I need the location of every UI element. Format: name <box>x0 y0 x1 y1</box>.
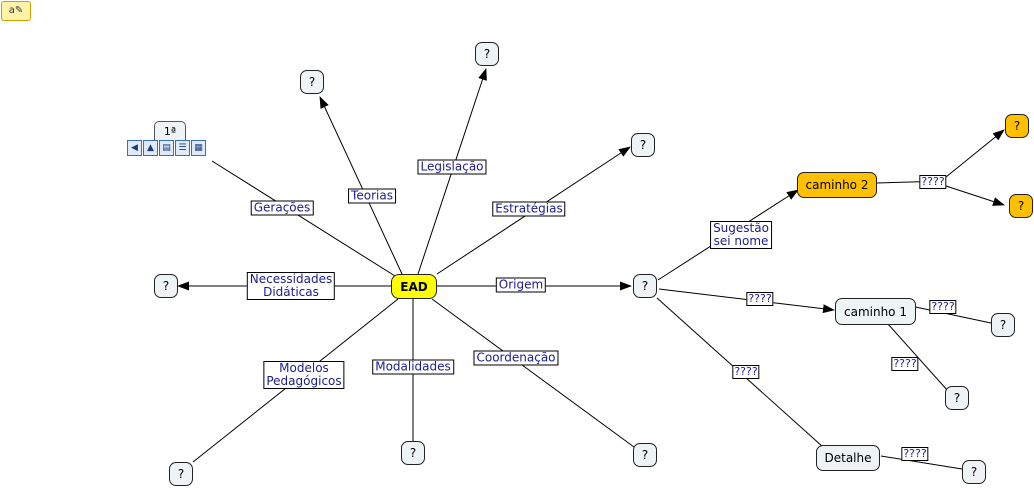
necessidades-concept[interactable]: ? <box>154 274 178 298</box>
edge-c1-right <box>905 304 992 324</box>
resource-tab[interactable]: 1ª <box>154 121 186 141</box>
image-resource-icon[interactable]: ▲ <box>143 140 158 156</box>
edge-coordenacao <box>431 298 635 448</box>
link-label-sugestao[interactable]: Sugestão sei nome <box>710 221 772 249</box>
caminho-1-child-1[interactable]: ? <box>991 313 1015 337</box>
resource-icons: ◀ ▲ ▤ ☰ ▦ <box>127 140 206 156</box>
edge-c2-down <box>945 185 1005 206</box>
caminho-2-child-2[interactable]: ? <box>1009 194 1033 218</box>
link-label-caminho-1-down[interactable]: ???? <box>891 357 919 371</box>
coordenacao-concept[interactable]: ? <box>633 443 657 467</box>
link-label-origem[interactable]: Origem <box>495 277 547 293</box>
detalhe-child[interactable]: ? <box>962 460 986 484</box>
origem-concept[interactable]: ? <box>633 274 657 298</box>
link-label-caminho-1[interactable]: ???? <box>746 292 774 306</box>
edge-c2-up <box>945 129 1005 178</box>
modelos-concept[interactable]: ? <box>169 462 193 486</box>
link-label-legislacao[interactable]: Legislação <box>417 159 487 175</box>
link-label-necessidades[interactable]: Necessidades Didáticas <box>246 272 336 300</box>
caminho-1-concept[interactable]: caminho 1 <box>835 298 916 325</box>
link-label-geracoes[interactable]: Gerações <box>250 200 314 216</box>
video-resource-icon[interactable]: ▦ <box>191 140 206 156</box>
central-concept-ead[interactable]: EAD <box>391 274 437 299</box>
legislacao-concept[interactable]: ? <box>475 42 499 66</box>
link-label-caminho-2[interactable]: ???? <box>919 175 947 189</box>
caminho-1-child-2[interactable]: ? <box>945 386 969 410</box>
teorias-concept[interactable]: ? <box>300 70 324 94</box>
text-resource-icon[interactable]: ☰ <box>175 140 190 156</box>
audio-resource-icon[interactable]: ◀ <box>127 140 142 156</box>
modalidades-concept[interactable]: ? <box>401 441 425 465</box>
caminho-2-child-1[interactable]: ? <box>1005 114 1029 138</box>
caminho-2-concept[interactable]: caminho 2 <box>797 172 877 198</box>
link-label-estrategias[interactable]: Estratégias <box>492 201 566 217</box>
detalhe-concept[interactable]: Detalhe <box>816 445 880 471</box>
cmap-resource-icon[interactable]: ▤ <box>159 140 174 156</box>
estrategias-concept[interactable]: ? <box>631 133 655 157</box>
edge-geracoes <box>211 160 396 277</box>
link-label-coordenacao[interactable]: Coordenação <box>473 350 559 366</box>
link-label-caminho-1-right[interactable]: ???? <box>929 300 957 314</box>
link-label-detalhe-right[interactable]: ???? <box>901 447 929 461</box>
link-label-modelos[interactable]: Modelos Pedagógicos <box>263 361 345 389</box>
link-label-teorias[interactable]: Teorias <box>348 188 396 204</box>
link-label-modalidades[interactable]: Modalidades <box>372 359 454 375</box>
edit-toolbar-icon[interactable]: a✎ <box>1 1 31 21</box>
edge-detalhe-right <box>880 455 963 470</box>
edge-teorias <box>319 96 403 275</box>
link-label-detalhe[interactable]: ???? <box>732 365 760 379</box>
